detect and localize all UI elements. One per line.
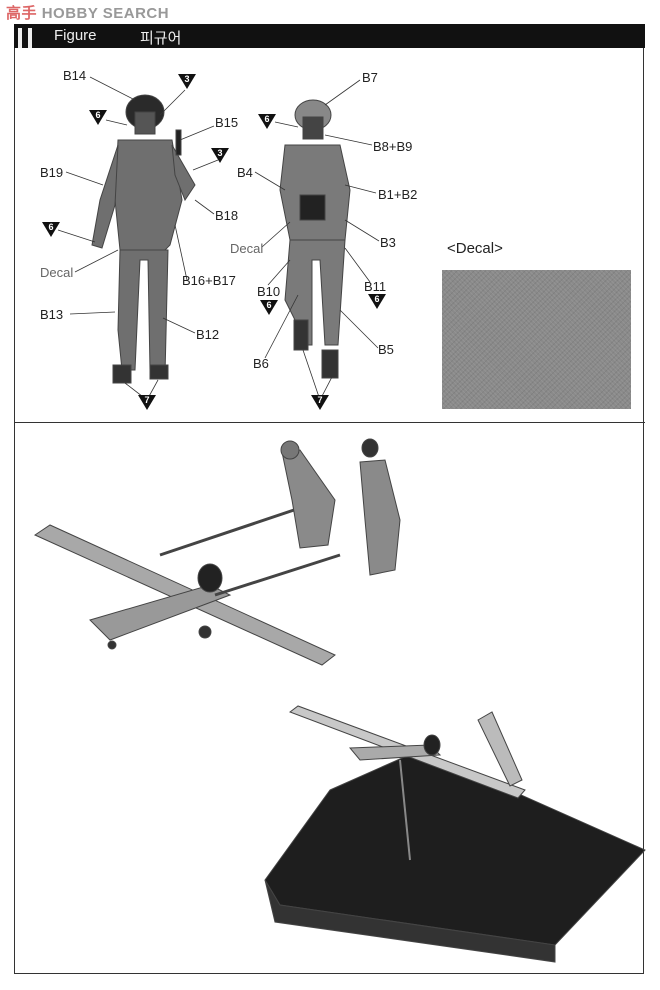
decal-label: Decal: [40, 265, 74, 280]
section-header: Figure 피규어: [14, 24, 645, 48]
part-label: B1+B2: [378, 187, 418, 202]
decal-sheet: [442, 270, 631, 409]
part-label: B6: [253, 356, 269, 371]
part-label: B14: [63, 68, 87, 83]
part-label: B7: [362, 70, 378, 85]
header-title-en: Figure: [54, 27, 97, 44]
soldier-right-illustration: [279, 99, 351, 379]
soldier-left-illustration: [91, 94, 196, 384]
step-triangle-icon: 6: [89, 110, 107, 125]
step-triangle-icon: 3: [211, 148, 229, 163]
step-triangle-icon: 6: [260, 300, 278, 315]
part-label: B5: [378, 342, 394, 357]
step-triangle-icon: 3: [178, 74, 196, 89]
part-label: B3: [380, 235, 396, 250]
header-bars-icon: [18, 28, 32, 48]
part-label: B18: [215, 208, 239, 223]
drone-on-stand-illustration: [264, 705, 646, 963]
part-label: B16+B17: [182, 273, 236, 288]
watermark: 高手 HOBBY SEARCH: [6, 5, 170, 22]
part-label: B8+B9: [373, 139, 413, 154]
divider: [14, 422, 645, 423]
step-triangle-icon: 7: [311, 395, 329, 410]
drone-launch-illustration: [33, 438, 401, 666]
step-triangle-icon: 7: [138, 395, 156, 410]
part-label: B10: [257, 284, 281, 299]
part-label: B4: [237, 165, 253, 180]
header-title-ko: 피규어: [140, 30, 182, 47]
step-triangle-icon: 6: [368, 294, 386, 309]
decal-label: Decal: [230, 241, 264, 256]
part-label: B13: [40, 307, 64, 322]
page-frame: [14, 48, 644, 974]
part-label: B12: [196, 327, 220, 342]
part-label: B19: [40, 165, 64, 180]
step-triangle-icon: 6: [42, 222, 60, 237]
step-triangle-icon: 6: [258, 114, 276, 129]
part-label: B15: [215, 115, 239, 130]
decal-title: <Decal>: [447, 240, 503, 257]
part-label: B11: [364, 279, 387, 294]
